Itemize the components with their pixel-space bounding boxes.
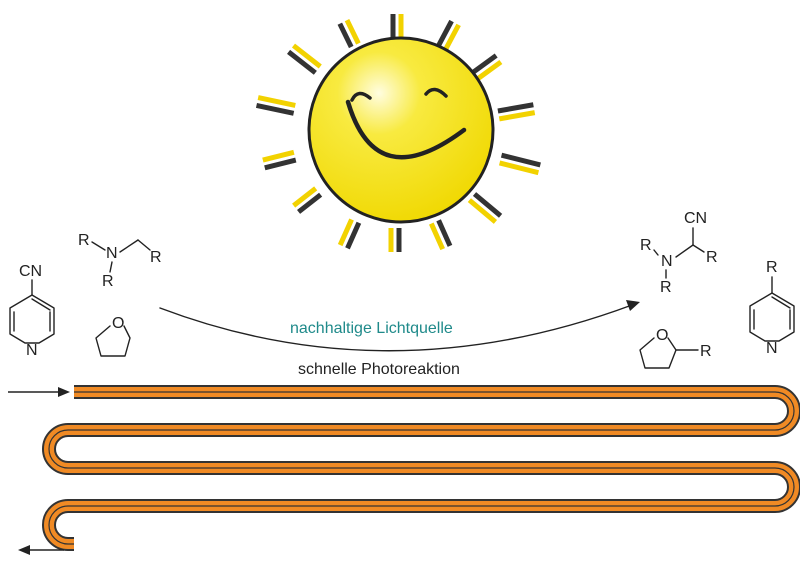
- cn-label: CN: [19, 263, 42, 280]
- sun-right-eye: [424, 87, 448, 98]
- sun-ray: [337, 19, 361, 49]
- sun-ray: [255, 95, 296, 116]
- sun-ray: [472, 53, 503, 81]
- product-r3-label: R: [706, 249, 718, 266]
- sun-ray: [292, 186, 323, 214]
- sun-ray: [262, 149, 297, 171]
- pyridine-n-label: N: [26, 342, 38, 359]
- sun-rays: [255, 14, 541, 252]
- sun-icon: [255, 14, 541, 252]
- sun-ray: [467, 192, 503, 224]
- aminonitrile-structure: CN R N R R: [640, 210, 718, 296]
- sun-left-eye: [350, 91, 372, 102]
- pyridine-r-label: R: [766, 259, 778, 276]
- sun-ray: [429, 219, 453, 251]
- amine-r1-label: R: [78, 232, 90, 249]
- product-n-label: N: [661, 253, 673, 270]
- light-source-caption: nachhaltige Lichtquelle: [290, 320, 453, 337]
- thf-product-structure: O R: [639, 327, 712, 369]
- product-cn-label: CN: [684, 210, 707, 227]
- thf-product-r-label: R: [700, 343, 712, 360]
- flow-reactor: [42, 385, 800, 551]
- reactor-tube-core: [48, 391, 795, 545]
- outlet-arrow-icon: [18, 545, 64, 555]
- reaction-arrow: [159, 300, 640, 352]
- product-r1-label: R: [640, 237, 652, 254]
- thf-structure: O: [95, 315, 131, 357]
- amine-r2-label: R: [102, 273, 114, 290]
- sun-ray: [436, 19, 461, 51]
- amine-n-label: N: [106, 245, 118, 262]
- inlet-arrow-icon: [8, 387, 70, 397]
- sun-ray: [497, 102, 536, 122]
- thf-product-o-label: O: [656, 327, 668, 344]
- reaction-speed-caption: schnelle Photoreaktion: [298, 361, 460, 378]
- sun-ray: [287, 43, 322, 75]
- amine-structure: R N R R: [78, 232, 162, 290]
- cyanopyridine-structure: CN N: [9, 263, 55, 359]
- pyridine-product-n-label: N: [766, 340, 778, 357]
- pyridine-product-structure: R N: [749, 259, 795, 357]
- sun-smile: [345, 99, 467, 160]
- sun-ray: [337, 218, 362, 250]
- sun-face: [307, 36, 495, 224]
- sun-ray: [388, 228, 402, 252]
- product-r2-label: R: [660, 279, 672, 296]
- sun-ray: [498, 152, 541, 176]
- thf-o-label: O: [112, 315, 124, 332]
- amine-r3-label: R: [150, 249, 162, 266]
